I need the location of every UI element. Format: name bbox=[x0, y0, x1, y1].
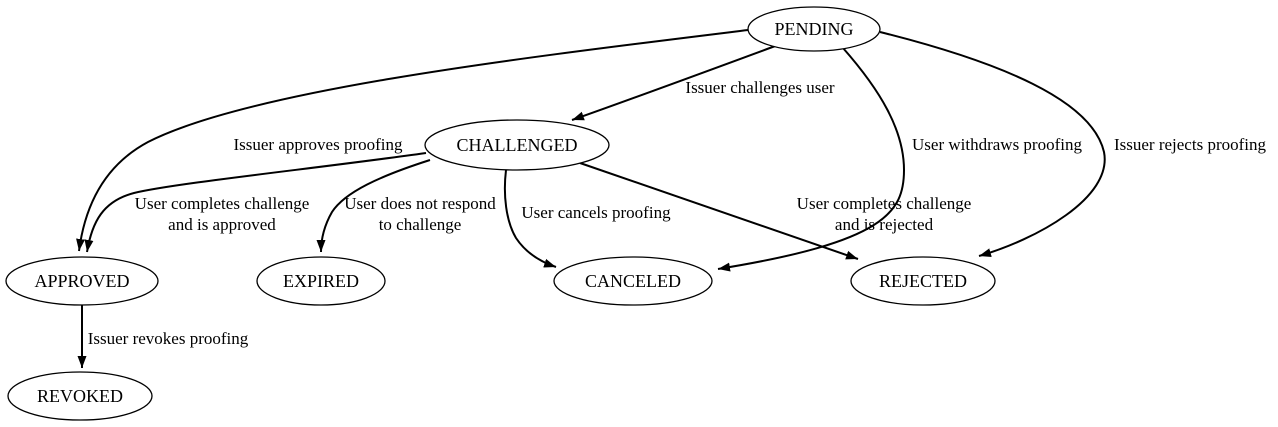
edge-label-issuer-approves-proofing: Issuer approves proofing bbox=[233, 135, 403, 154]
rejected-ellipse bbox=[850, 256, 996, 306]
canceled-ellipse bbox=[553, 256, 713, 306]
edge-label-issuer-rejects-proofing: Issuer rejects proofing bbox=[1114, 135, 1267, 154]
challenged-label: CHALLENGED bbox=[457, 135, 578, 155]
edge-challenged-expired bbox=[316, 159, 431, 253]
edge-label-user-completes-challenge-approved-line1: User completes challenge bbox=[135, 194, 310, 213]
expired-label: EXPIRED bbox=[283, 271, 359, 291]
edge-label-user-completes-challenge-rejected-line1: User completes challenge bbox=[797, 194, 972, 213]
approved-ellipse bbox=[5, 256, 159, 306]
revoked-ellipse bbox=[7, 371, 153, 421]
challenged-ellipse bbox=[424, 119, 610, 171]
state-node-rejected: REJECTED bbox=[850, 256, 996, 306]
expired-ellipse bbox=[256, 256, 386, 306]
edge-pending-approved bbox=[76, 29, 749, 252]
edge-label-user-withdraws-proofing: User withdraws proofing bbox=[912, 135, 1082, 154]
edge-label-user-does-not-respond-line1: User does not respond bbox=[344, 194, 496, 213]
edge-label-user-completes-challenge-rejected-line2: and is rejected bbox=[835, 215, 934, 234]
edge-challenged-canceled bbox=[503, 169, 557, 268]
state-node-revoked: REVOKED bbox=[7, 371, 153, 421]
edges: Issuer challenges user Issuer approves p… bbox=[76, 29, 1267, 368]
state-node-expired: EXPIRED bbox=[256, 256, 386, 306]
approved-label: APPROVED bbox=[34, 271, 129, 291]
state-node-pending: PENDING bbox=[747, 6, 881, 52]
edge-label-user-completes-challenge-approved-line2: and is approved bbox=[168, 215, 276, 234]
nodes: PENDING CHALLENGED APPROVED EXPIRED CANC… bbox=[5, 6, 996, 421]
state-node-canceled: CANCELED bbox=[553, 256, 713, 306]
edge-pending-challenged bbox=[571, 44, 779, 121]
revoked-label: REVOKED bbox=[37, 386, 123, 406]
edge-label-user-does-not-respond-line2: to challenge bbox=[379, 215, 462, 234]
pending-ellipse bbox=[747, 6, 881, 52]
edge-label-issuer-revokes-proofing: Issuer revokes proofing bbox=[88, 329, 249, 348]
edge-label-issuer-challenges-user: Issuer challenges user bbox=[685, 78, 835, 97]
edge-label-user-cancels-proofing: User cancels proofing bbox=[521, 203, 671, 222]
edge-pending-rejected bbox=[879, 31, 1106, 258]
edge-challenged-approved bbox=[84, 152, 427, 253]
edge-challenged-rejected bbox=[579, 162, 859, 260]
rejected-label: REJECTED bbox=[879, 271, 967, 291]
pending-label: PENDING bbox=[775, 19, 854, 39]
state-node-challenged: CHALLENGED bbox=[424, 119, 610, 171]
state-node-approved: APPROVED bbox=[5, 256, 159, 306]
canceled-label: CANCELED bbox=[585, 271, 681, 291]
